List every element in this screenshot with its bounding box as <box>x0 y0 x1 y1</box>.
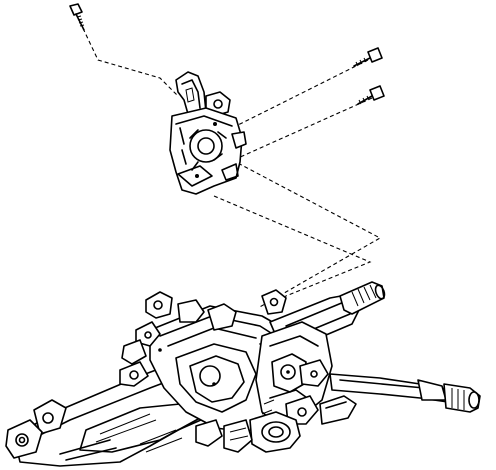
screw-top-left <box>69 3 85 31</box>
bracket-housing <box>169 71 247 195</box>
dashed-leader-lines <box>79 21 382 309</box>
screw-right-upper <box>353 47 383 67</box>
screw-right-lower <box>357 85 385 105</box>
steering-column-assembly <box>5 281 481 467</box>
